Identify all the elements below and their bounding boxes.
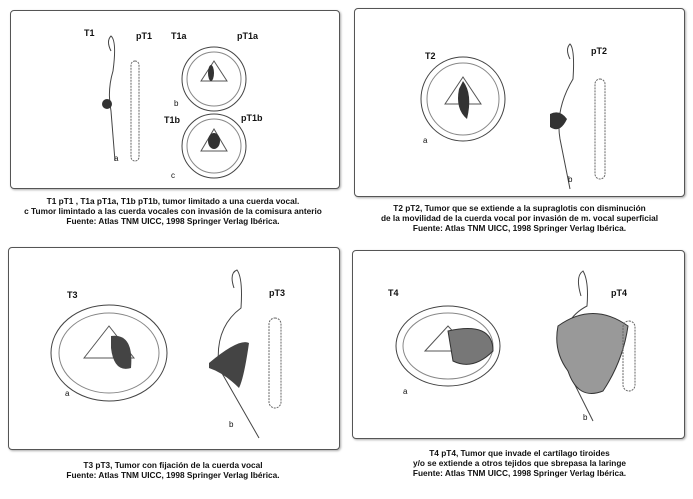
label-b: b	[583, 413, 588, 422]
t3-larynx-drawing	[50, 269, 282, 439]
label-b: b	[229, 420, 234, 429]
label-b: b	[568, 175, 573, 184]
caption-t4: T4 pT4, Tumor que invade el cartílago ti…	[346, 448, 693, 478]
caption-line: T1 pT1 , T1a pT1a, T1b pT1b, tumor limit…	[46, 196, 300, 206]
label-a: a	[403, 387, 408, 396]
t4-larynx-drawing	[395, 270, 636, 422]
label-t1b: T1b	[164, 115, 181, 125]
label-c: c	[171, 171, 175, 180]
caption-line: de la movilidad de la cuerda vocal por i…	[380, 213, 659, 223]
label-pt1: pT1	[136, 31, 153, 41]
label-pt1b: pT1b	[241, 113, 263, 123]
label-pt3: pT3	[269, 288, 286, 298]
label-t3: T3	[67, 290, 78, 300]
label-pt4: pT4	[611, 288, 628, 298]
label-a: a	[65, 389, 70, 398]
panel-t4: T4 pT4 a b	[352, 250, 685, 439]
caption-line: Fuente: Atlas TNM UICC, 1998 Springer Ve…	[66, 470, 280, 480]
caption-t3: T3 pT3, Tumor con fijación de la cuerda …	[0, 460, 346, 480]
label-t1a: T1a	[171, 31, 187, 41]
caption-t1: T1 pT1 , T1a pT1a, T1b pT1b, tumor limit…	[0, 196, 346, 226]
caption-line: c Tumor limintado a las cuerda vocales c…	[24, 206, 322, 216]
panel-t2: T2 pT2 a b	[354, 8, 685, 197]
caption-line: y/o se extiende a otros tejidos que sbre…	[412, 458, 627, 468]
caption-line: Fuente: Atlas TNM UICC, 1998 Springer Ve…	[66, 216, 280, 226]
label-t4: T4	[388, 288, 399, 298]
caption-line: Fuente: Atlas TNM UICC, 1998 Springer Ve…	[412, 468, 627, 478]
caption-line: T4 pT4, Tumor que invade el cartílago ti…	[429, 448, 610, 458]
label-a: a	[114, 154, 119, 163]
label-t2: T2	[425, 51, 436, 61]
panel-t3: T3 pT3 a b	[8, 247, 340, 450]
label-a: a	[423, 136, 428, 145]
caption-line: T2 pT2, Tumor que se extiende a la supra…	[393, 203, 646, 213]
label-t1: T1	[84, 28, 95, 38]
label-pt2: pT2	[591, 46, 608, 56]
label-b: b	[174, 99, 179, 108]
caption-line: T3 pT3, Tumor con fijación de la cuerda …	[83, 460, 263, 470]
panel-t1: T1 pT1 T1a pT1a b T1b pT1b a c	[10, 10, 340, 189]
t1-larynx-drawing	[102, 35, 247, 179]
caption-t2: T2 pT2, Tumor que se extiende a la supra…	[346, 203, 693, 233]
t2-larynx-drawing	[420, 43, 606, 190]
label-pt1a: pT1a	[237, 31, 259, 41]
caption-line: Fuente: Atlas TNM UICC, 1998 Springer Ve…	[412, 223, 627, 233]
